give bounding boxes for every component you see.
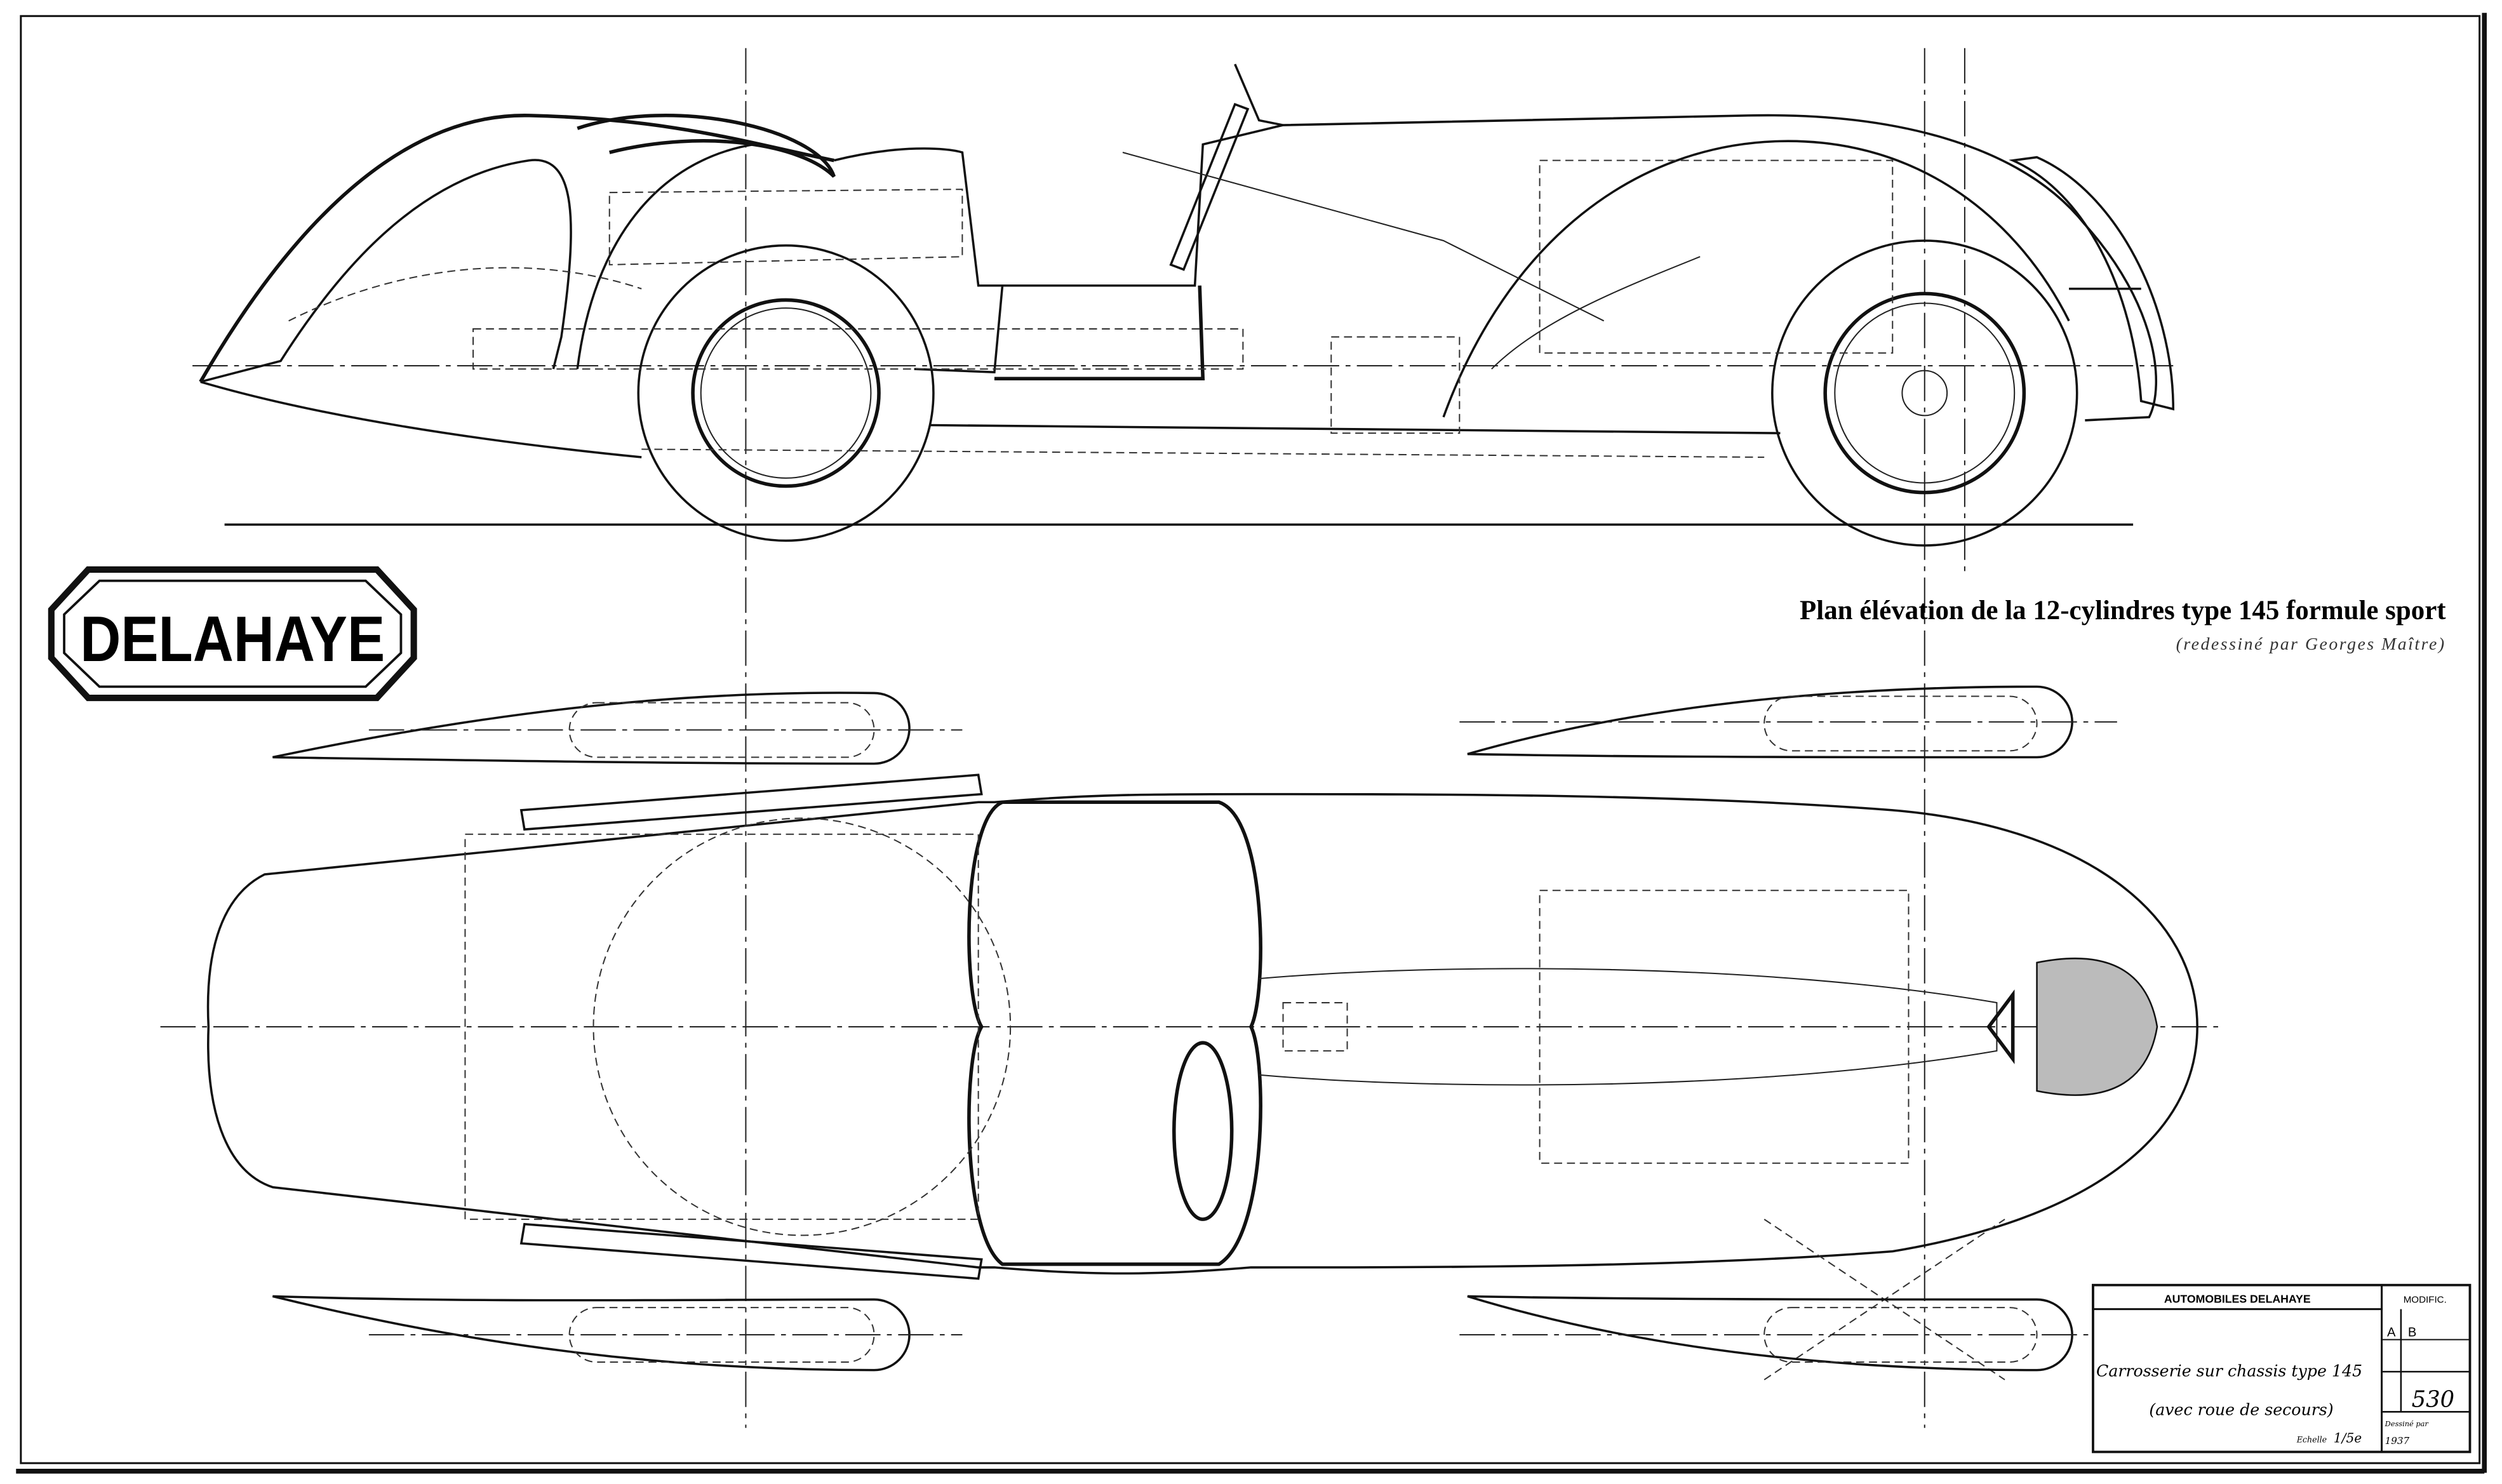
drawing-subtitle: (redessiné par Georges Maître) [2176,634,2446,654]
description-line-1: Carrosserie sur chassis type 145 [2096,1362,2362,1380]
plan-view [160,773,2222,1380]
delahaye-logo: DELAHAYE [48,566,417,702]
drawing-number: 530 [2412,1387,2454,1413]
drawing-date: 1937 [2385,1435,2410,1447]
side-elevation-view [192,48,2175,1428]
revision-b: B [2408,1326,2416,1340]
title-block: AUTOMOBILES DELAHAYE MODIFIC. A B 530 De… [2092,1283,2472,1454]
scale-label: Echelle [2296,1434,2327,1444]
modification-label: MODIFIC. [2404,1295,2447,1306]
description-line-2: (avec roue de secours) [2149,1400,2333,1419]
scale-value: 1/5e [2334,1430,2362,1445]
drawn-by: Dessiné par [2385,1419,2429,1428]
drawing-title: Plan élévation de la 12-cylindres type 1… [1800,596,2446,625]
logo-text: DELAHAYE [80,604,385,675]
wheel-pods [272,685,2117,1372]
revision-a: A [2387,1326,2396,1340]
drawing-frame [16,13,2487,1474]
company-name: AUTOMOBILES DELAHAYE [2164,1293,2311,1306]
